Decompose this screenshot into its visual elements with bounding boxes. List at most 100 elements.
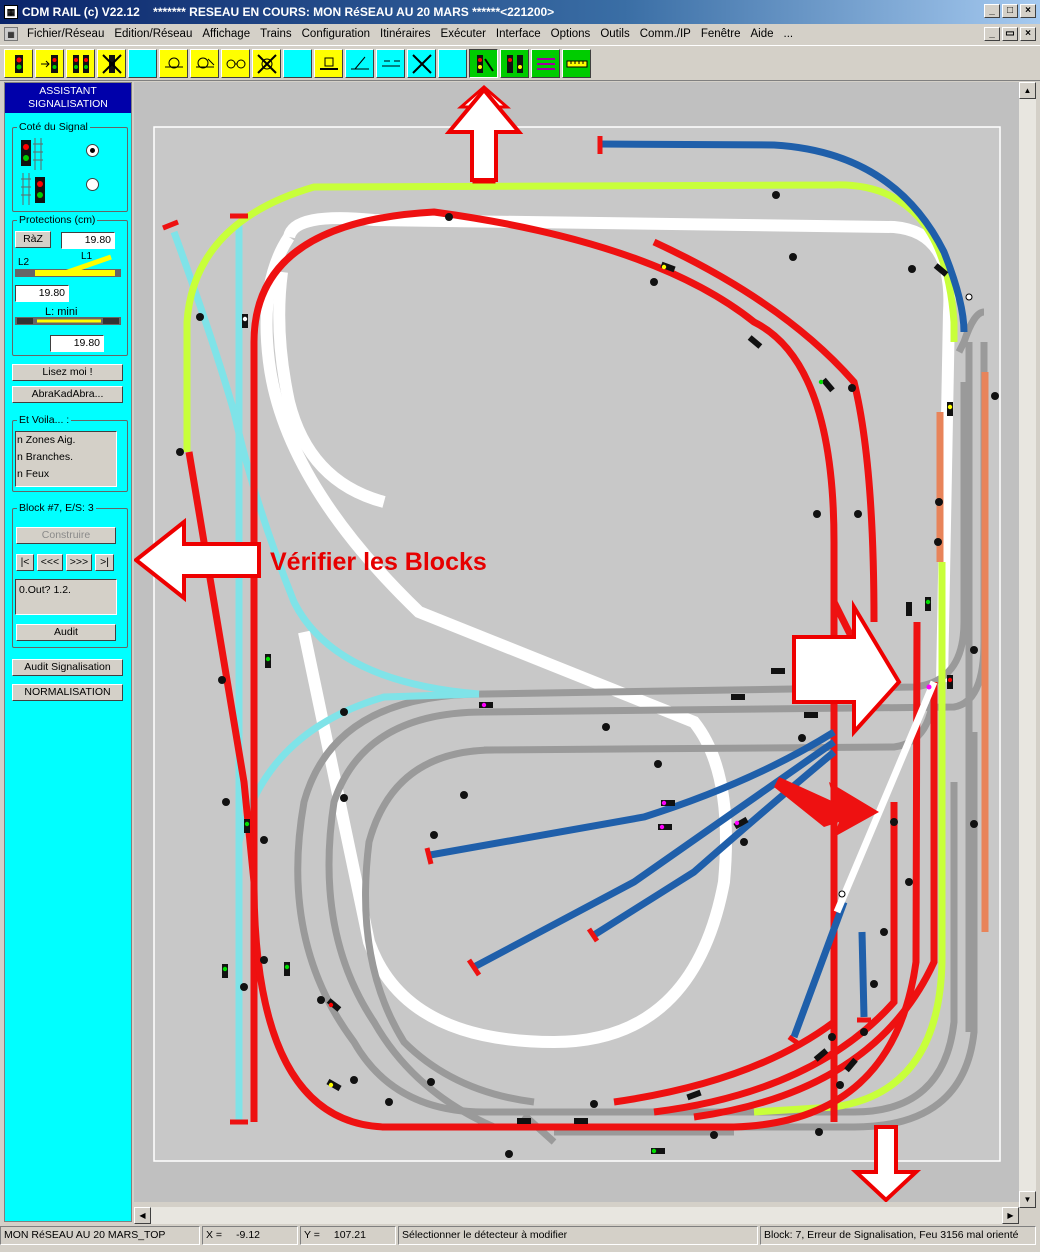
selected-detector-track — [833, 680, 938, 914]
track-layout[interactable] — [134, 82, 1019, 1202]
menu-aide[interactable]: Aide — [750, 28, 774, 40]
menu-interface[interactable]: Interface — [495, 28, 541, 40]
vertical-scrollbar[interactable]: ▲ ▼ — [1019, 82, 1036, 1208]
prev-block-button[interactable]: <<< — [37, 554, 63, 571]
protection-value-1[interactable]: 19.80 — [61, 232, 115, 249]
signal-side-right-radio[interactable] — [86, 178, 99, 191]
menu-executer[interactable]: Exécuter — [440, 28, 486, 40]
y-value: 107.21 — [333, 1229, 366, 1241]
last-block-button[interactable]: >| — [95, 554, 114, 571]
signal-assistant-tool-icon[interactable] — [469, 49, 498, 78]
double-signal-tool-icon[interactable] — [66, 49, 95, 78]
toolbar — [0, 45, 1040, 81]
signal-arrow-tool-icon[interactable] — [35, 49, 64, 78]
app-icon[interactable]: ▦ — [4, 5, 18, 19]
y-label: Y = — [304, 1229, 320, 1241]
network-canvas[interactable] — [134, 82, 1019, 1202]
title-bar: ▦ CDM RAIL (c) V22.12 ******* RESEAU EN … — [0, 0, 1040, 24]
next-block-button[interactable]: >>> — [66, 554, 92, 571]
annotation-text: Vérifier les Blocks — [270, 548, 487, 576]
mdi-window-controls: _ ▭ × — [984, 27, 1036, 41]
menu-configuration[interactable]: Configuration — [301, 28, 371, 40]
status-message: Block: 7, Erreur de Signalisation, Feu 3… — [760, 1226, 1036, 1245]
menu-options[interactable]: Options — [550, 28, 591, 40]
signal-lights — [222, 264, 973, 1154]
scroll-down-icon[interactable]: ▼ — [1019, 1191, 1036, 1208]
status-network-name: MON RéSEAU AU 20 MARS_TOP — [0, 1226, 200, 1245]
normalisation-button[interactable]: NORMALISATION — [12, 684, 123, 701]
x-label: X = — [206, 1229, 223, 1241]
maximize-button[interactable]: □ — [1002, 4, 1018, 18]
delete-signal-tool-icon[interactable] — [97, 49, 126, 78]
construire-button[interactable]: Construire — [16, 527, 116, 544]
x-value: -9.12 — [236, 1229, 260, 1241]
window-controls: _ □ × — [984, 4, 1036, 18]
first-block-button[interactable]: |< — [16, 554, 34, 571]
audit-signalisation-button[interactable]: Audit Signalisation — [12, 659, 123, 676]
protections-label: Protections (cm) — [17, 214, 98, 226]
turnout-protection-diagram: L2 L1 — [15, 251, 121, 277]
menu-affichage[interactable]: Affichage — [202, 28, 251, 40]
abrakadabra-button[interactable]: AbraKadAbra... — [12, 386, 123, 403]
audit-button[interactable]: Audit — [16, 624, 116, 641]
menu-comm-ip[interactable]: Comm./IP — [639, 28, 691, 40]
link-tool-icon[interactable] — [376, 49, 405, 78]
lisez-moi-button[interactable]: Lisez moi ! — [12, 364, 123, 381]
double-detector-tool-icon[interactable] — [221, 49, 250, 78]
turnout-tool-icon[interactable] — [345, 49, 374, 78]
l1-label: L1 — [81, 251, 93, 262]
menu-more[interactable]: ... — [783, 28, 794, 40]
platform-tool-icon[interactable] — [314, 49, 343, 78]
protections-group: Protections (cm) RàZ 19.80 L2 L1 19.80 L… — [12, 214, 128, 356]
ruler-tool-icon[interactable] — [562, 49, 591, 78]
menu-fichier[interactable]: Fichier/Réseau — [27, 28, 105, 40]
lmini-label: L: mini — [45, 306, 77, 318]
block-label: Block #7, E/S: 3 — [17, 502, 96, 514]
blank-tool-button-2[interactable] — [283, 49, 312, 78]
signal-side-group: Coté du Signal — [12, 121, 128, 212]
menu-fenetre[interactable]: Fenêtre — [700, 28, 741, 40]
lines-tool-icon[interactable] — [531, 49, 560, 78]
menu-outils[interactable]: Outils — [600, 28, 630, 40]
et-voila-list: n Zones Aig. n Branches. n Feux — [15, 431, 117, 487]
protection-value-3[interactable]: 19.80 — [50, 335, 104, 352]
signal-side-label: Coté du Signal — [17, 121, 90, 133]
block-info-text: 0.Out? 1.2. — [19, 584, 71, 596]
mdi-child-icon[interactable]: ▦ — [4, 27, 18, 41]
panel-title-line2: SIGNALISATION — [28, 98, 108, 110]
scroll-up-icon[interactable]: ▲ — [1019, 82, 1036, 99]
mdi-close-button[interactable]: × — [1020, 27, 1036, 41]
mdi-restore-button[interactable]: ▭ — [1002, 27, 1018, 41]
minimize-button[interactable]: _ — [984, 4, 1000, 18]
blue-tracks — [429, 140, 968, 1039]
menu-itineraires[interactable]: Itinéraires — [380, 28, 431, 40]
signal-tool-icon[interactable] — [4, 49, 33, 78]
blank-tool-button[interactable] — [128, 49, 157, 78]
scroll-right-icon[interactable]: ▶ — [1002, 1207, 1019, 1224]
close-button[interactable]: × — [1020, 4, 1036, 18]
buffer-stops — [162, 136, 871, 1125]
list-item: n Branches. — [17, 451, 74, 463]
delete-link-tool-icon[interactable] — [407, 49, 436, 78]
raz-button[interactable]: RàZ — [15, 231, 51, 248]
signal-right-icon — [21, 173, 45, 205]
blank-tool-button-3[interactable] — [438, 49, 467, 78]
list-item: n Zones Aig. — [17, 434, 76, 446]
scroll-left-icon[interactable]: ◀ — [134, 1207, 151, 1224]
panel-header: ASSISTANT SIGNALISATION — [5, 83, 131, 113]
detector-tool-icon[interactable] — [159, 49, 188, 78]
detector-arrow-tool-icon[interactable] — [190, 49, 219, 78]
signal-side-left-radio[interactable] — [86, 144, 99, 157]
detector-markers — [176, 191, 999, 1158]
mdi-minimize-button[interactable]: _ — [984, 27, 1000, 41]
protection-value-2[interactable]: 19.80 — [15, 285, 69, 302]
et-voila-label: Et Voila... : — [17, 414, 72, 426]
menu-trains[interactable]: Trains — [260, 28, 292, 40]
horizontal-scrollbar[interactable]: ◀ ▶ — [134, 1207, 1019, 1224]
menu-edition[interactable]: Edition/Réseau — [114, 28, 193, 40]
delete-detector-tool-icon[interactable] — [252, 49, 281, 78]
signal-left-icon — [21, 138, 43, 170]
signal-pair-tool-icon[interactable] — [500, 49, 529, 78]
minimum-length-diagram: L: mini — [15, 306, 121, 325]
window-title: CDM RAIL (c) V22.12 ******* RESEAU EN CO… — [22, 5, 555, 19]
